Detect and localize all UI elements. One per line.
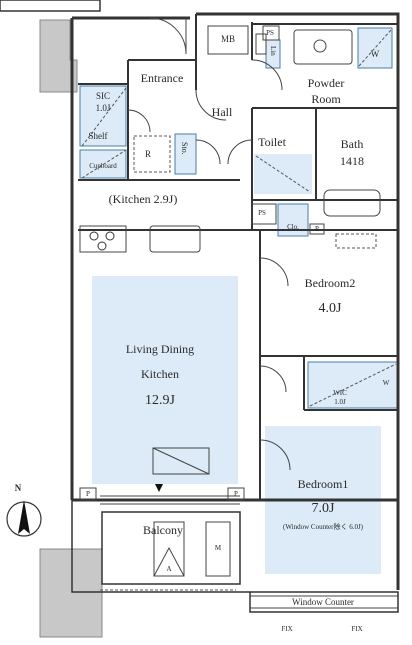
powder-room-line2: Room bbox=[311, 92, 341, 106]
hall-label: Hall bbox=[211, 105, 233, 119]
dashed-marks bbox=[81, 29, 397, 591]
sic-highlight bbox=[79, 85, 127, 147]
bedroom1-label: Bedroom1 bbox=[297, 477, 349, 491]
window-counter-label: Window Counter bbox=[292, 597, 354, 607]
powder-room-line1: Powder bbox=[307, 76, 345, 90]
refrigerator-label: R bbox=[144, 149, 152, 159]
wic-mark: W bbox=[382, 379, 390, 387]
fix-left-label: FIX bbox=[281, 625, 293, 633]
ps-mid-label: PS bbox=[258, 209, 266, 217]
entrance-label: Entrance bbox=[140, 71, 184, 85]
balcony-a-label: A bbox=[166, 565, 172, 573]
windows bbox=[100, 495, 398, 609]
north-arrow-icon bbox=[6, 500, 42, 537]
p-left-label: P bbox=[86, 490, 90, 498]
bedroom1-size: 7.0J bbox=[311, 501, 335, 516]
door-swings bbox=[127, 17, 291, 471]
ldk-size: 12.9J bbox=[145, 393, 175, 408]
bedroom2-size: 4.0J bbox=[318, 301, 342, 316]
wic-label: WIC bbox=[333, 389, 347, 397]
cupboard-highlight bbox=[79, 149, 127, 179]
balcony-m-label: M bbox=[214, 544, 222, 552]
sic-size: 1.0J bbox=[95, 103, 111, 113]
north-label: N bbox=[14, 483, 22, 493]
fixtures bbox=[79, 25, 381, 577]
closet-highlight bbox=[277, 203, 309, 237]
p-mid-label: P bbox=[315, 225, 319, 233]
label-box bbox=[0, 0, 101, 12]
cupboard-label: Cupboard bbox=[89, 162, 117, 170]
bedroom2-label: Bedroom2 bbox=[304, 276, 356, 290]
ldk-highlight bbox=[92, 276, 238, 484]
balcony-outline bbox=[71, 500, 399, 613]
ldk-line2: Kitchen bbox=[141, 367, 179, 381]
storage-label: Sto. bbox=[180, 142, 189, 155]
washer-label: W bbox=[370, 49, 380, 59]
shelf-label: Shelf bbox=[88, 131, 108, 141]
balcony-label: Balcony bbox=[143, 523, 183, 537]
bath-label: Bath bbox=[340, 137, 364, 151]
interior-walls bbox=[78, 14, 398, 500]
neighbor-block-top bbox=[39, 19, 78, 93]
neighbor-block-bottom bbox=[39, 548, 103, 638]
kitchen-label: (Kitchen 2.9J) bbox=[108, 192, 178, 206]
mb-label: MB bbox=[220, 34, 236, 44]
ldk-line1: Living Dining bbox=[125, 342, 195, 356]
closet-label: Clo. bbox=[287, 223, 299, 231]
entry-marker bbox=[155, 484, 163, 492]
wic-size: 1.0J bbox=[334, 398, 346, 406]
toilet-label: Toilet bbox=[258, 135, 286, 149]
bath-size: 1418 bbox=[340, 154, 364, 168]
fix-right-label: FIX bbox=[351, 625, 363, 633]
sic-label: SIC bbox=[95, 91, 111, 101]
lin-label: Lin bbox=[269, 46, 277, 56]
storage-highlight bbox=[174, 133, 197, 175]
stove-icon bbox=[89, 231, 115, 251]
bedroom1-note: (Window Counter除く 6.0J) bbox=[282, 523, 364, 531]
ps-top-label: PS bbox=[266, 29, 274, 37]
p-right-label: P bbox=[234, 490, 238, 498]
